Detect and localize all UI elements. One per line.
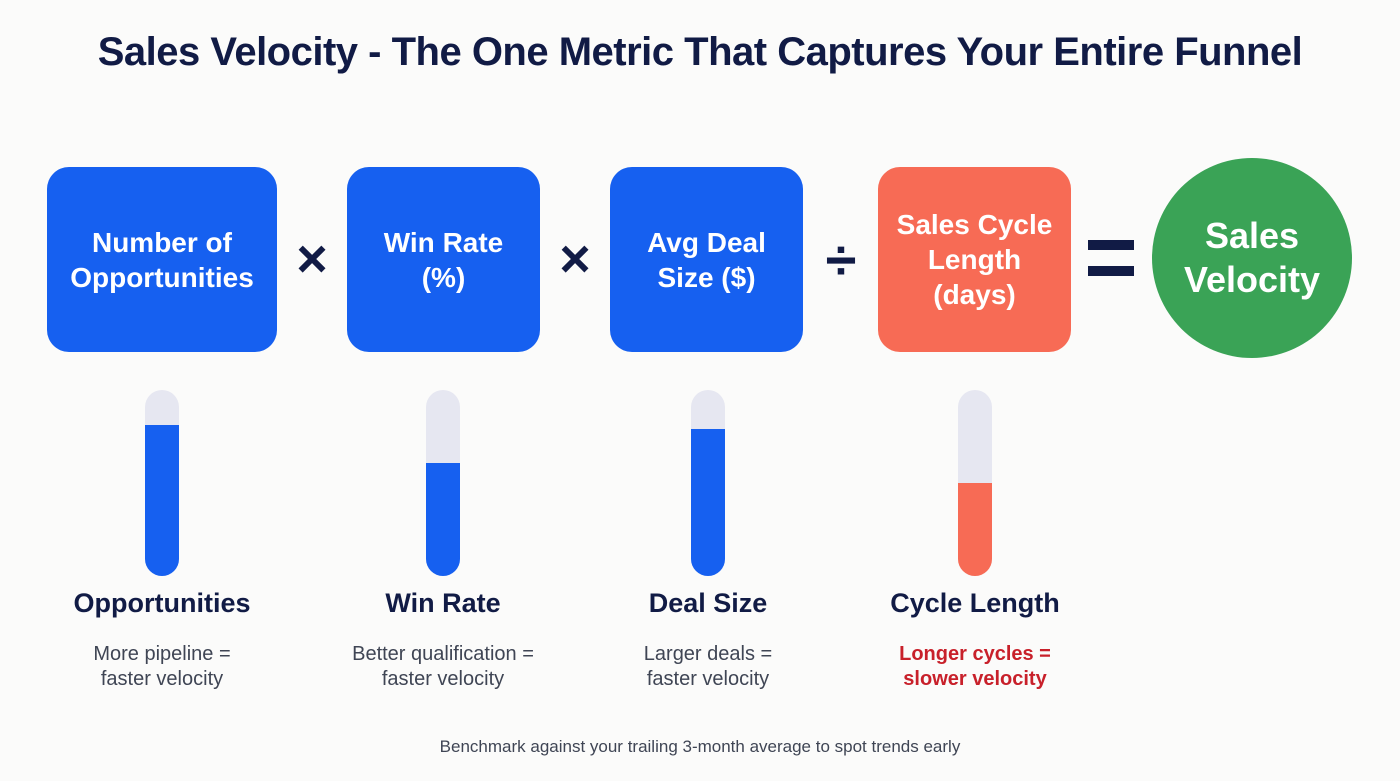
divide-icon: ÷ bbox=[825, 227, 857, 291]
metric-label: Deal Size bbox=[648, 588, 768, 618]
metric-description-negative: Longer cycles = slower velocity bbox=[845, 642, 1105, 692]
term-line: Opportunities bbox=[70, 261, 254, 293]
metric-label: Win Rate bbox=[385, 588, 501, 618]
result-line: Velocity bbox=[1183, 259, 1321, 300]
term-cycle-length-box: Sales Cycle Length (days) bbox=[878, 167, 1071, 352]
term-line: (%) bbox=[421, 261, 466, 293]
result-sales-velocity: Sales Velocity bbox=[1152, 158, 1352, 358]
desc-line: faster velocity bbox=[100, 668, 224, 690]
term-line: Length bbox=[927, 244, 1022, 275]
desc-line: Better qualification = bbox=[352, 643, 534, 665]
metric-label: Cycle Length bbox=[890, 588, 1060, 618]
term-line: Number of bbox=[91, 226, 232, 258]
metric-description: Better qualification = faster velocity bbox=[313, 642, 573, 692]
gauge-fill bbox=[426, 462, 460, 576]
term-win-rate-box: Win Rate (%) bbox=[347, 167, 540, 352]
equals-icon bbox=[1088, 240, 1134, 276]
term-line: Avg Deal bbox=[647, 226, 766, 258]
desc-line: slower velocity bbox=[903, 668, 1047, 690]
gauge-win-rate bbox=[426, 390, 460, 576]
gauge-fill bbox=[958, 483, 992, 576]
term-line: Size ($) bbox=[657, 261, 756, 293]
metric-description: Larger deals = faster velocity bbox=[578, 642, 838, 692]
gauge-opportunities bbox=[145, 390, 179, 576]
desc-line: Larger deals = bbox=[643, 643, 773, 665]
metric-label: Opportunities bbox=[73, 588, 251, 618]
desc-line: Longer cycles = bbox=[899, 643, 1051, 665]
desc-line: More pipeline = bbox=[93, 643, 231, 665]
term-line: Win Rate bbox=[383, 226, 504, 258]
gauge-deal-size bbox=[691, 390, 725, 576]
metric-description: More pipeline = faster velocity bbox=[32, 642, 292, 692]
footer-note: Benchmark against your trailing 3-month … bbox=[439, 737, 961, 756]
term-deal-size-box: Avg Deal Size ($) bbox=[610, 167, 803, 352]
multiply-icon: × bbox=[559, 229, 591, 289]
term-line: (days) bbox=[933, 279, 1016, 310]
gauge-fill bbox=[145, 425, 179, 576]
result-line: Sales bbox=[1204, 215, 1300, 256]
term-opportunities-box: Number of Opportunities bbox=[47, 167, 277, 352]
page-title: Sales Velocity - The One Metric That Cap… bbox=[97, 30, 1303, 74]
gauge-cycle-length bbox=[958, 390, 992, 576]
gauge-fill bbox=[691, 429, 725, 576]
desc-line: faster velocity bbox=[381, 668, 505, 690]
multiply-icon: × bbox=[296, 229, 328, 289]
desc-line: faster velocity bbox=[646, 668, 770, 690]
term-line: Sales Cycle bbox=[896, 209, 1053, 240]
